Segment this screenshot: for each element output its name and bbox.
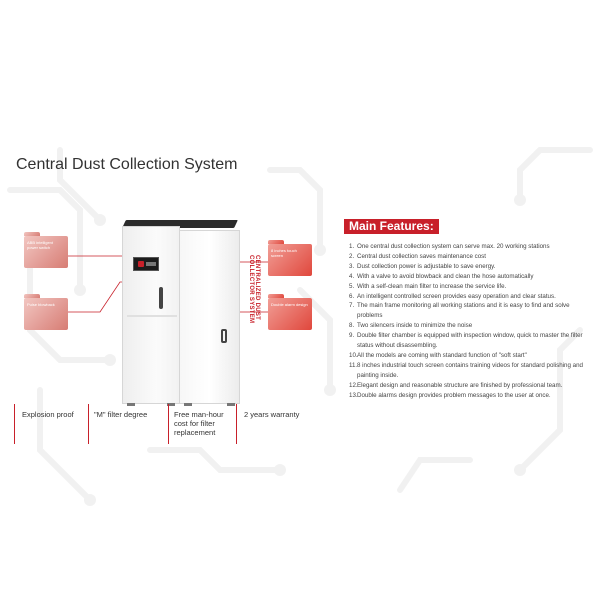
feature-item: 2.Central dust collection saves maintena… xyxy=(349,252,589,262)
callout-text: 8 inches touch screen xyxy=(271,248,297,258)
feature-text: Two silencers inside to minimize the noi… xyxy=(357,322,473,330)
machine-foot xyxy=(167,403,175,406)
feature-item: 5.With a self-clean main filter to incre… xyxy=(349,282,589,292)
feature-item: 13.Double alarms design provides problem… xyxy=(349,391,589,401)
spec-divider xyxy=(236,404,237,444)
door-handle-right xyxy=(221,329,227,343)
machine-right-cabinet: CENTRALIZED DUST COLLECTOR SYSTEM xyxy=(180,230,260,406)
callout-text: Double alarm design xyxy=(271,302,308,307)
feature-text: With a self-clean main filter to increas… xyxy=(357,282,507,290)
machine-foot xyxy=(127,403,135,406)
feature-number: 3. xyxy=(349,262,355,270)
feature-text: Elegant design and reasonable structure … xyxy=(357,381,563,389)
features-list: 1.One central dust collection system can… xyxy=(349,242,589,401)
feature-item: 11.8 inches industrial touch screen cont… xyxy=(349,361,589,381)
callout-tab xyxy=(268,294,284,298)
machine-left-cabinet xyxy=(122,226,180,406)
feature-item: 7.The main frame monitoring all working … xyxy=(349,301,589,321)
feature-number: 7. xyxy=(349,302,355,310)
feature-item: 9.Double filter chamber is equipped with… xyxy=(349,331,589,351)
feature-number: 10. xyxy=(349,351,358,359)
feature-text: With a valve to avoid blowback and clean… xyxy=(357,272,534,280)
feature-text: All the models are coming with standard … xyxy=(357,351,527,359)
feature-number: 1. xyxy=(349,243,355,250)
feature-text: Central dust collection saves maintenanc… xyxy=(357,252,486,260)
callout-pulse-blowback: Pulse blowback xyxy=(24,294,68,330)
spec-strip: Explosion proof "M" filter degree Free m… xyxy=(14,404,314,444)
feature-text: The main frame monitoring all working st… xyxy=(357,302,570,320)
spec-divider xyxy=(14,404,15,444)
screen-bar xyxy=(146,262,156,266)
feature-item: 4.With a valve to avoid blowback and cle… xyxy=(349,272,589,282)
feature-text: Double filter chamber is equipped with i… xyxy=(357,332,583,350)
feature-number: 9. xyxy=(349,332,355,340)
feature-item: 3.Dust collection power is adjustable to… xyxy=(349,262,589,272)
machine-foot xyxy=(184,403,192,406)
callout-tab xyxy=(24,232,40,236)
feature-item: 8.Two silencers inside to minimize the n… xyxy=(349,321,589,331)
machine-foot xyxy=(227,403,235,406)
callout-power-switch: ABB intelligent power switch xyxy=(24,232,68,268)
feature-number: 13. xyxy=(349,391,358,399)
spec-explosion-proof: Explosion proof xyxy=(22,410,74,419)
page-title: Central Dust Collection System xyxy=(16,156,238,173)
callout-double-alarm: Double alarm design xyxy=(268,294,312,330)
dust-collector-machine: CENTRALIZED DUST COLLECTOR SYSTEM xyxy=(122,220,260,406)
spec-divider xyxy=(88,404,89,444)
callout-text: Pulse blowback xyxy=(27,302,55,307)
feature-number: 2. xyxy=(349,252,355,260)
feature-text: One central dust collection system can s… xyxy=(357,243,550,250)
feature-number: 8. xyxy=(349,322,355,330)
feature-number: 11. xyxy=(349,361,358,369)
feature-item: 12.Elegant design and reasonable structu… xyxy=(349,381,589,391)
feature-text: 8 inches industrial touch screen contain… xyxy=(357,361,583,379)
feature-item: 6.An intelligent controlled screen provi… xyxy=(349,292,589,302)
feature-number: 12. xyxy=(349,381,358,389)
callout-text: ABB intelligent power switch xyxy=(27,240,54,250)
spec-filter-degree: "M" filter degree xyxy=(94,410,148,419)
feature-text: An intelligent controlled screen provide… xyxy=(357,292,556,300)
feature-text: Dust collection power is adjustable to s… xyxy=(357,262,496,270)
spec-free-man-hour: Free man-hour cost for filter replacemen… xyxy=(174,410,224,437)
alarm-indicator-icon xyxy=(138,261,144,267)
machine-side-label: CENTRALIZED DUST COLLECTOR SYSTEM xyxy=(248,255,260,324)
touch-screen xyxy=(133,257,159,271)
features-header: Main Features: xyxy=(344,219,439,234)
feature-item: 1.One central dust collection system can… xyxy=(349,242,589,252)
callout-tab xyxy=(24,294,40,298)
spec-divider xyxy=(168,404,169,444)
callout-touch-screen: 8 inches touch screen xyxy=(268,240,312,276)
feature-number: 4. xyxy=(349,272,355,280)
cabinet-seam xyxy=(127,315,177,317)
feature-number: 5. xyxy=(349,282,355,290)
feature-text: Double alarms design provides problem me… xyxy=(357,391,551,399)
callout-tab xyxy=(268,240,284,244)
spec-warranty: 2 years warranty xyxy=(244,410,300,419)
feature-number: 6. xyxy=(349,292,355,300)
door-handle-left xyxy=(159,287,163,309)
feature-item: 10.All the models are coming with standa… xyxy=(349,351,589,361)
